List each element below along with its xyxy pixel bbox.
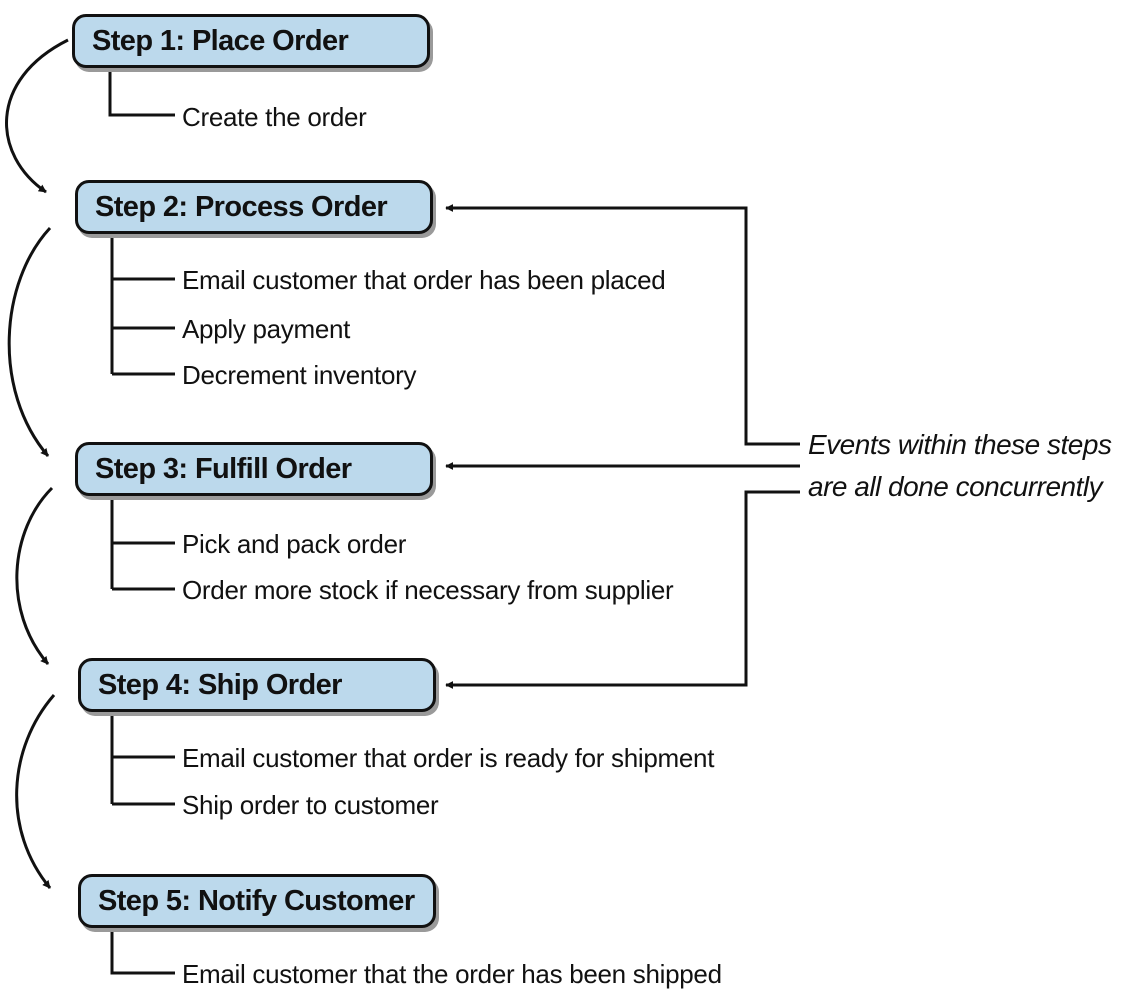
step-5-event-1: Email customer that the order has been s… [182,959,722,989]
step-2-event-2: Apply payment [182,314,351,344]
step-3-event-1: Pick and pack order [182,529,407,559]
flow-arrow-step2-to-step3 [7,226,52,457]
step-1-box: Step 1: Place Order [72,14,430,68]
concurrency-note-line-1: Events within these steps [808,429,1112,460]
step-1-label: Step 1: Place Order [92,25,349,57]
step-2-event-3: Decrement inventory [182,360,417,390]
step-1-event-bracket [108,66,175,117]
concurrency-note-line-2: are all done concurrently [808,471,1103,502]
step-3-box: Step 3: Fulfill Order [75,442,433,496]
step-5-box: Step 5: Notify Customer [78,874,436,928]
step-5-label: Step 5: Notify Customer [98,885,415,917]
step-3-event-bracket [110,494,175,591]
step-4-event-bracket [110,710,175,806]
step-5-event-bracket [110,926,175,975]
step-2-event-1: Email customer that order has been place… [182,265,666,295]
step-4-event-1: Email customer that order is ready for s… [182,743,715,773]
flow-arrow-step3-to-step4 [15,486,54,665]
step-4-box: Step 4: Ship Order [78,658,436,712]
step-2-box: Step 2: Process Order [75,180,433,234]
step-1-event-1: Create the order [182,102,367,132]
flow-arrow-step1-to-step2 [5,38,69,194]
step-4-event-2: Ship order to customer [182,790,439,820]
step-2-event-bracket [110,232,175,376]
step-3-event-2: Order more stock if necessary from suppl… [182,575,674,605]
concurrency-arrow-to-step-2 [445,204,800,446]
step-4-label: Step 4: Ship Order [98,669,342,701]
step-3-label: Step 3: Fulfill Order [95,453,352,485]
flow-arrow-step4-to-step5 [15,694,56,889]
concurrency-arrow-to-step-4 [445,490,800,689]
step-2-label: Step 2: Process Order [95,191,388,223]
